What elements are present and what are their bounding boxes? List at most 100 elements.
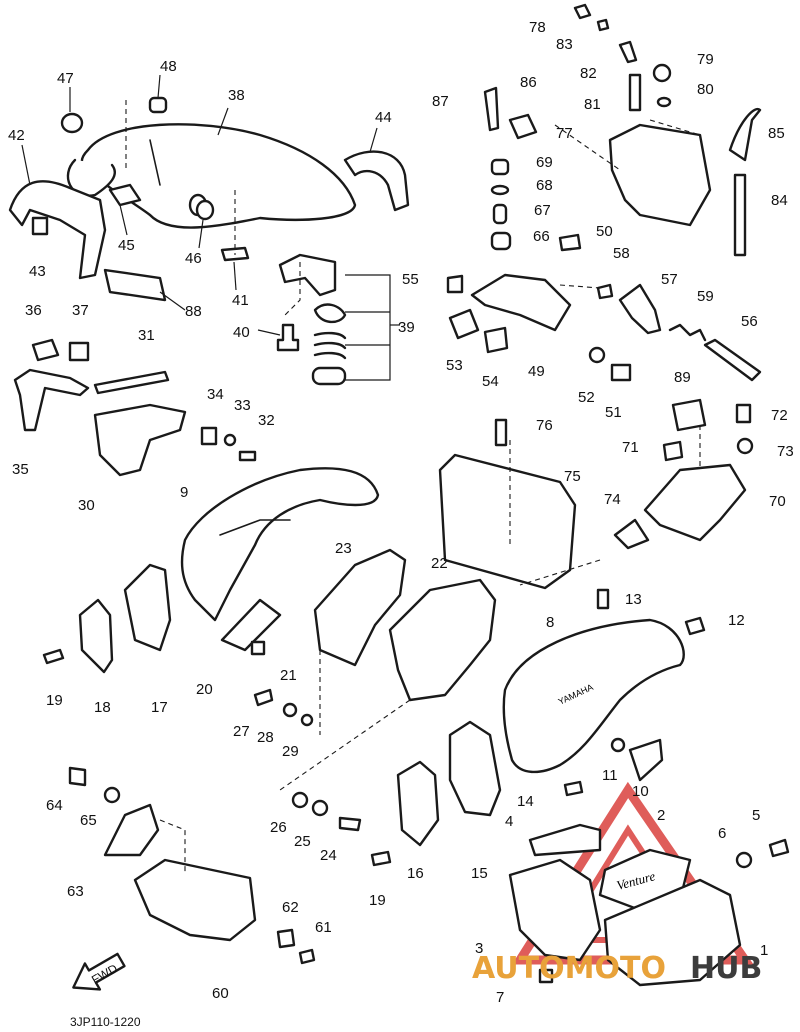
leader-lines: [21, 74, 701, 875]
part-17-cover: [123, 563, 172, 652]
callout-83: 83: [556, 36, 573, 53]
part-76-bolt: [494, 418, 508, 447]
callout-43: 43: [29, 263, 46, 280]
part-32-screw: [238, 450, 257, 462]
callout-74: 74: [604, 491, 621, 508]
part-22-panel: [388, 578, 497, 702]
part-16-lid: [396, 760, 440, 847]
callout-61: 61: [315, 919, 332, 936]
callout-19-b: 19: [369, 892, 386, 909]
callout-87: 87: [432, 93, 449, 110]
callout-84: 84: [771, 192, 788, 209]
callout-79: 79: [697, 51, 714, 68]
callout-56: 56: [741, 313, 758, 330]
watermark-text-a: AUTOMOTO: [472, 951, 666, 986]
callout-4: 4: [505, 813, 513, 830]
part-63-bracket: [103, 803, 160, 857]
part-48-grommet: [148, 96, 168, 114]
part-56-shaft: [703, 338, 762, 382]
callout-53: 53: [446, 357, 463, 374]
callout-33: 33: [234, 397, 251, 414]
part-55-collar: [446, 274, 464, 294]
callout-5: 5: [752, 807, 760, 824]
callout-47: 47: [57, 70, 74, 87]
part-35-bracket: [13, 368, 90, 432]
part-65-washer: [103, 786, 121, 804]
callout-26: 26: [270, 819, 287, 836]
part-33-washer: [223, 433, 237, 447]
part-20-bracket: [220, 598, 282, 652]
fwd-arrow: [72, 952, 126, 991]
callout-1: 1: [760, 942, 768, 959]
part-51-bolt: [610, 363, 632, 382]
part-83-clip: [596, 18, 610, 32]
callout-78: 78: [529, 19, 546, 36]
callout-18: 18: [94, 699, 111, 716]
part-1-side-panel: [603, 878, 742, 987]
part-39-rubber: [313, 303, 347, 324]
callout-30: 30: [78, 497, 95, 514]
callout-16: 16: [407, 865, 424, 882]
part-88-plate: [103, 268, 167, 302]
diagram-code: 3JP110-1220: [70, 1015, 141, 1029]
part-80-washer: [656, 96, 672, 108]
callout-72: 72: [771, 407, 788, 424]
callout-82: 82: [580, 65, 597, 82]
callout-62: 62: [282, 899, 299, 916]
part-27-screw: [253, 688, 274, 707]
callout-45: 45: [118, 237, 135, 254]
part-72-bolt: [735, 403, 752, 424]
callout-57: 57: [661, 271, 678, 288]
part-21-screw: [250, 640, 266, 656]
part-26-grommet: [291, 791, 309, 809]
part-13-bolt: [596, 588, 610, 610]
part-19-screw-b: [370, 850, 392, 867]
part-89-grommet: [671, 398, 707, 432]
callout-81: 81: [584, 96, 601, 113]
part-79-cap: [652, 63, 672, 83]
callout-20: 20: [196, 681, 213, 698]
callout-69: 69: [536, 154, 553, 171]
part-6-washer: [735, 851, 753, 869]
part-82-hook: [618, 40, 638, 64]
callout-10: 10: [632, 783, 649, 800]
callout-40: 40: [233, 324, 250, 341]
part-8-fairing: [502, 618, 685, 774]
callout-32: 32: [258, 412, 275, 429]
part-5-bolt: [768, 838, 790, 858]
callout-73: 73: [777, 443, 794, 460]
part-45-pad: [108, 183, 142, 207]
callout-42: 42: [8, 127, 25, 144]
part-39-spring: [313, 331, 347, 360]
callout-9: 9: [180, 484, 188, 501]
part-58-clip: [596, 283, 614, 300]
callout-51: 51: [605, 404, 622, 421]
callout-11: 11: [602, 767, 618, 784]
callout-7: 7: [496, 989, 504, 1006]
part-12-clip: [684, 616, 706, 636]
part-14-screw: [563, 780, 584, 797]
callout-58: 58: [613, 245, 630, 262]
callout-21: 21: [280, 667, 297, 684]
part-78-pin: [573, 3, 592, 20]
callout-77: 77: [556, 125, 573, 142]
callout-55: 55: [402, 271, 419, 288]
callout-39: 39: [398, 319, 415, 336]
callout-66: 66: [533, 228, 550, 245]
callout-34: 34: [207, 386, 224, 403]
callout-44: 44: [375, 109, 392, 126]
part-15-lid: [448, 720, 502, 817]
part-4-side-cover: [528, 823, 602, 857]
callout-2: 2: [657, 807, 665, 824]
callout-6: 6: [718, 825, 726, 842]
callout-41: 41: [232, 292, 249, 309]
callout-8: 8: [546, 614, 554, 631]
part-19-screw: [42, 648, 65, 665]
callout-67: 67: [534, 202, 551, 219]
part-75-tray: [438, 453, 577, 590]
callout-70: 70: [769, 493, 786, 510]
callout-36: 36: [25, 302, 42, 319]
part-59-spring: [668, 323, 707, 342]
callout-76: 76: [536, 417, 553, 434]
callout-63: 63: [67, 883, 84, 900]
